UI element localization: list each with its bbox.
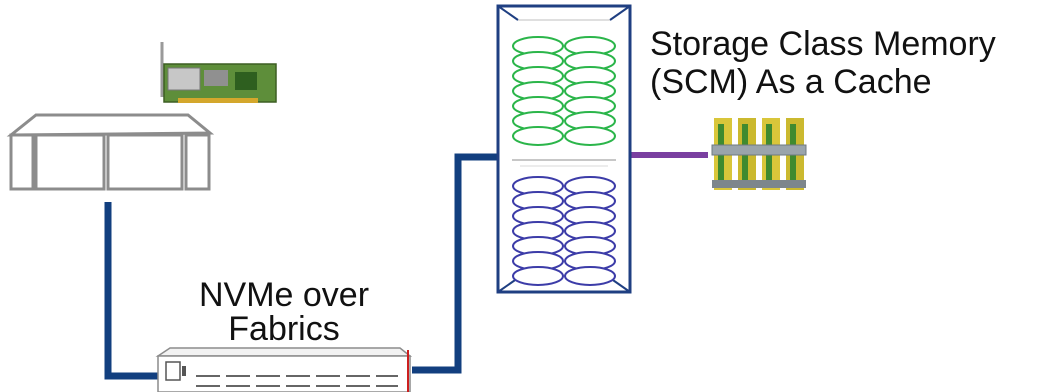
- blue-disk-stack-left: [512, 176, 564, 286]
- green-disk-stack-left: [512, 36, 564, 146]
- storage-array-icon: [496, 4, 632, 294]
- scm-label-line2: (SCM) As a Cache: [650, 63, 932, 101]
- nvme-label-line2: Fabrics: [228, 310, 340, 348]
- scm-module-icon: [711, 118, 807, 190]
- blue-disk-stack-right: [564, 176, 616, 286]
- hba-card-icon: [160, 42, 277, 103]
- nvme-label-line1: NVMe over: [198, 276, 370, 314]
- switch-to-array-link: [412, 153, 500, 374]
- fabric-switch-icon: [155, 347, 413, 392]
- scm-label-line1: Storage Class Memory: [650, 25, 996, 63]
- server-to-switch-link: [104, 202, 158, 380]
- server-icon: [6, 113, 215, 191]
- green-disk-stack-right: [564, 36, 616, 146]
